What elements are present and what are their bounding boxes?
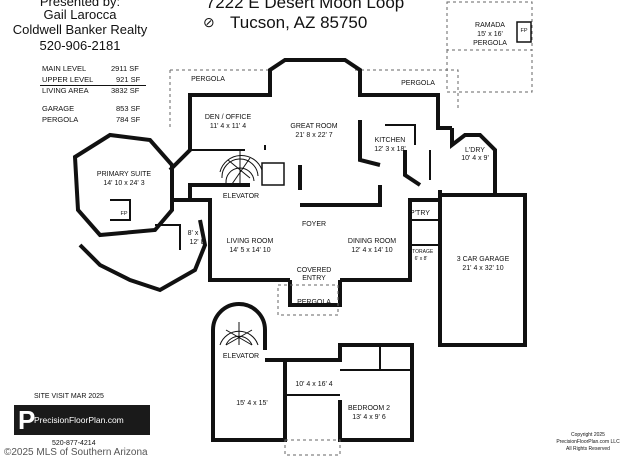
ramada-outline — [446, 1, 533, 93]
upper-pergola — [284, 439, 341, 456]
dining-room-dims: 12' 4 x 14' 10 — [351, 247, 393, 254]
site-visit-label: SITE VISIT MAR 2025 — [34, 393, 104, 400]
elevator-main-label: ELEVATOR — [222, 193, 260, 200]
pergola-right-label: PERGOLA — [401, 80, 435, 87]
area-label: LIVING AREA — [42, 86, 89, 95]
pergola-front-label: PERGOLA — [297, 299, 331, 306]
foyer-label: FOYER — [301, 221, 327, 228]
presented-by-label: Presented by: — [39, 0, 121, 9]
elevator-upper-label: ELEVATOR — [222, 353, 260, 360]
covered-entry-label-1: COVERED — [296, 267, 332, 274]
mls-watermark: ©2025 MLS of Southern Arizona — [4, 447, 148, 458]
bedroom-2-dims: 13' 4 x 9' 6 — [352, 414, 386, 421]
ramada-fp-label: FP — [520, 28, 528, 34]
small-room-h: 12' 8 — [189, 239, 205, 246]
upper-staircase — [219, 322, 259, 346]
area-label: PERGOLA — [42, 115, 79, 124]
logo-phone: 520-877-4214 — [52, 440, 96, 447]
den-label: DEN / OFFICE — [204, 114, 252, 121]
primary-suite-label: PRIMARY SUITE — [96, 171, 152, 178]
area-value: 784 SF — [116, 115, 141, 124]
ramada-dims: 15' x 16' — [477, 31, 503, 38]
area-label: GARAGE — [42, 104, 75, 113]
pergola-left-label: PERGOLA — [191, 76, 225, 83]
storage-dims: 6' x 8' — [414, 256, 428, 262]
storage-label: STORAGE — [408, 249, 434, 255]
great-room-fireplace — [261, 162, 285, 186]
address-street: 7222 E Desert Moon Loop — [205, 0, 405, 12]
garage-dims: 21' 4 x 32' 10 — [462, 265, 504, 272]
ramada-fireplace — [516, 21, 532, 43]
agent-name: Gail Larocca — [43, 7, 117, 22]
pergola-top — [169, 69, 459, 128]
covered-entry-label-2: ENTRY — [302, 275, 326, 282]
upper-hall-dims: 10' 4 x 16' 4 — [295, 381, 333, 388]
small-room-w: 8' x — [187, 230, 199, 237]
address-city: Tucson, AZ 85750 — [230, 13, 368, 32]
laundry-label: L'DRY — [465, 147, 485, 154]
kitchen-label: KITCHEN — [374, 137, 406, 144]
logo-p-icon: P — [18, 405, 36, 435]
garage-label: 3 CAR GARAGE — [456, 256, 510, 263]
living-room-label: LIVING ROOM — [226, 238, 274, 245]
pantry-label: P'TRY — [410, 210, 430, 217]
upper-interior — [285, 345, 412, 396]
logo-text: PrecisionFloorPlan.com — [34, 415, 124, 425]
area-label: MAIN LEVEL — [42, 64, 87, 73]
primary-fp-label: FP — [120, 211, 128, 217]
pergola-front — [277, 284, 339, 316]
laundry-dims: 10' 4 x 9' — [461, 155, 489, 162]
agent-phone: 520-906-2181 — [39, 38, 121, 53]
den-dims: 11' 4 x 11' 4 — [209, 123, 247, 130]
logo-badge: P PrecisionFloorPlan.com — [14, 405, 150, 435]
dining-room-label: DINING ROOM — [347, 238, 397, 245]
upper-room-dims: 15' 4 x 15' — [236, 400, 268, 407]
primary-suite-dims: 14' 10 x 24' 3 — [103, 180, 145, 187]
copyright-line-3: All Rights Reserved — [566, 446, 610, 452]
interior-walls — [110, 124, 440, 250]
bedroom-2-label: BEDROOM 2 — [347, 405, 391, 412]
great-room-fp-label: FP — [269, 170, 277, 176]
area-divider — [40, 85, 146, 86]
copyright-line-1: Copyright 2025 — [571, 432, 605, 438]
brokerage-name: Coldwell Banker Realty — [12, 22, 148, 37]
great-room-label: GREAT ROOM — [290, 123, 338, 130]
great-room-dims: 21' 8 x 22' 7 — [295, 132, 333, 139]
area-label: UPPER LEVEL — [42, 75, 94, 84]
compass-icon: ⊘ — [203, 14, 215, 30]
area-value: 853 SF — [116, 104, 141, 113]
copyright-line-2: PrecisionFloorPlan.com LLC — [556, 439, 620, 445]
kitchen-dims: 12' 3 x 18' — [374, 146, 406, 153]
area-value: 921 SF — [116, 75, 141, 84]
ramada-label: RAMADA — [475, 22, 505, 29]
area-value: 2911 SF — [111, 64, 139, 73]
ramada-pergola: PERGOLA — [473, 40, 507, 47]
area-value: 3832 SF — [111, 86, 140, 95]
main-staircase — [219, 150, 263, 185]
living-room-dims: 14' 5 x 14' 10 — [229, 247, 271, 254]
